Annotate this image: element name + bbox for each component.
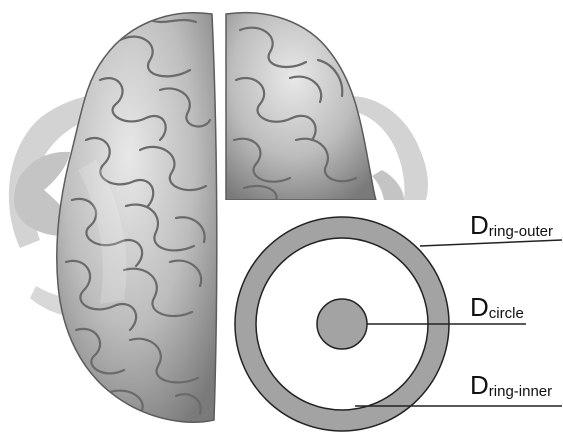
brain-right-hemisphere [226, 13, 376, 200]
center-disc [317, 299, 367, 349]
brain-left-hemisphere [57, 13, 217, 422]
